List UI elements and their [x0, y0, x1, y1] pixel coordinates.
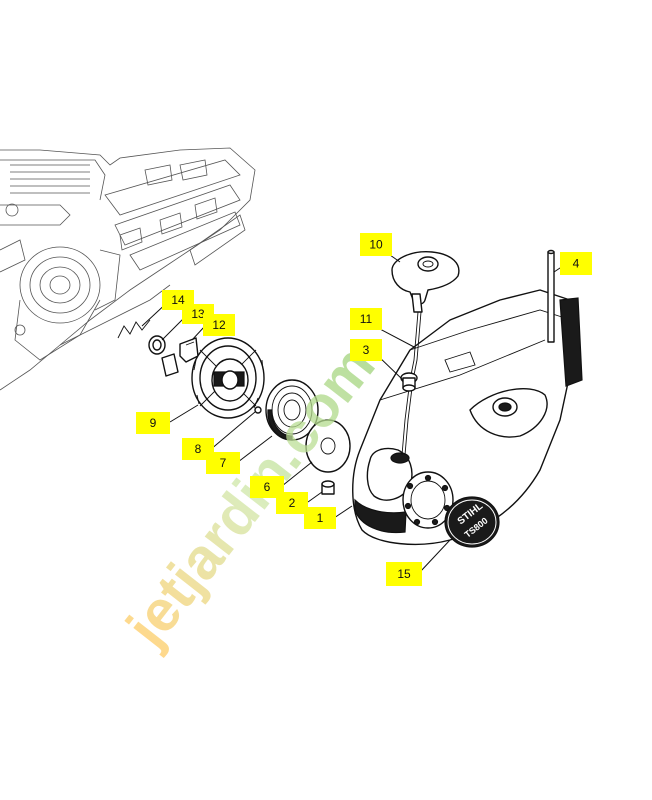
callout-12: 12: [203, 314, 235, 336]
callout-4: 4: [560, 252, 592, 275]
part-7-rewind-spring: [265, 379, 319, 441]
svg-text:1: 1: [317, 511, 324, 525]
callout-6: 6: [250, 476, 284, 498]
svg-text:6: 6: [264, 480, 271, 494]
part-15-decal: STIHL TS800: [444, 496, 500, 548]
engine-housing-background: [0, 147, 256, 391]
part-8-screw: [254, 406, 262, 414]
svg-text:10: 10: [369, 238, 383, 252]
leader-10: [389, 254, 401, 263]
svg-text:2: 2: [289, 496, 296, 510]
svg-text:7: 7: [220, 456, 227, 470]
part-10-starter-grip: [391, 251, 460, 313]
svg-text:13: 13: [191, 307, 205, 321]
part-12-pawl: [161, 337, 199, 377]
part-6-large-washer: [305, 419, 351, 473]
leader-8: [209, 411, 256, 451]
leader-1: [333, 505, 353, 519]
part-14-spring-wire: [117, 319, 151, 339]
svg-text:9: 9: [150, 416, 157, 430]
svg-text:11: 11: [360, 312, 373, 326]
part-2-bush: [321, 480, 335, 495]
svg-text:12: 12: [212, 318, 226, 332]
callout-11: 11: [350, 308, 382, 330]
part-9-rope-rotor: [191, 337, 265, 419]
leader-7: [237, 435, 273, 463]
part-4-rod: [547, 249, 555, 343]
svg-text:14: 14: [171, 293, 185, 307]
svg-text:15: 15: [397, 567, 411, 581]
callout-3: 3: [350, 339, 382, 361]
callout-1: 1: [304, 507, 336, 529]
callout-10: 10: [360, 233, 392, 256]
part-3-rope-guide: [400, 372, 418, 392]
callout-2: 2: [276, 492, 308, 514]
callout-15: 15: [386, 562, 422, 586]
part-1-fan-housing: [352, 289, 583, 545]
svg-text:3: 3: [363, 343, 370, 357]
leader-6: [281, 461, 313, 487]
callout-9: 9: [136, 412, 170, 434]
callout-labels: 10 4 14 13 12 11 3 9: [136, 233, 592, 586]
part-13-washer: [148, 335, 166, 355]
leader-2: [307, 491, 323, 503]
svg-text:8: 8: [195, 442, 202, 456]
callout-7: 7: [206, 452, 240, 474]
leader-11: [377, 327, 417, 349]
leader-15: [419, 539, 451, 573]
leader-12: [191, 325, 206, 341]
leader-9: [169, 404, 199, 423]
svg-text:4: 4: [573, 257, 580, 271]
